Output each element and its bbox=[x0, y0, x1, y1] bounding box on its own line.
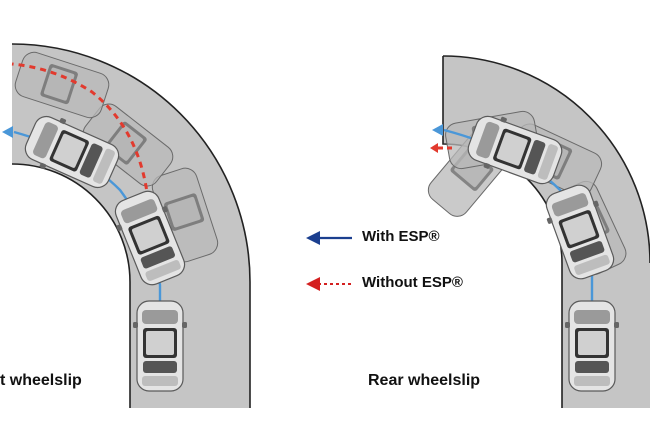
car-icon bbox=[132, 300, 188, 392]
legend-with-esp-label: With ESP® bbox=[362, 228, 440, 245]
legend-without-esp-label: Without ESP® bbox=[362, 274, 463, 291]
left-no-esp-path bbox=[11, 62, 150, 201]
legend-without-esp-arrow bbox=[306, 277, 354, 291]
arrow-left-icon bbox=[2, 126, 13, 138]
legend-with-esp-arrow bbox=[306, 231, 352, 245]
right-road bbox=[442, 55, 650, 408]
left-panel-caption: t wheelslip bbox=[0, 372, 82, 389]
car-icon bbox=[564, 300, 620, 392]
arrow-left-icon bbox=[306, 231, 320, 245]
dashed-arrow-left-icon bbox=[306, 277, 320, 291]
right-panel-caption: Rear wheelslip bbox=[368, 372, 481, 389]
arrow-left-icon bbox=[432, 124, 443, 136]
dashed-arrow-left-icon bbox=[430, 143, 438, 153]
